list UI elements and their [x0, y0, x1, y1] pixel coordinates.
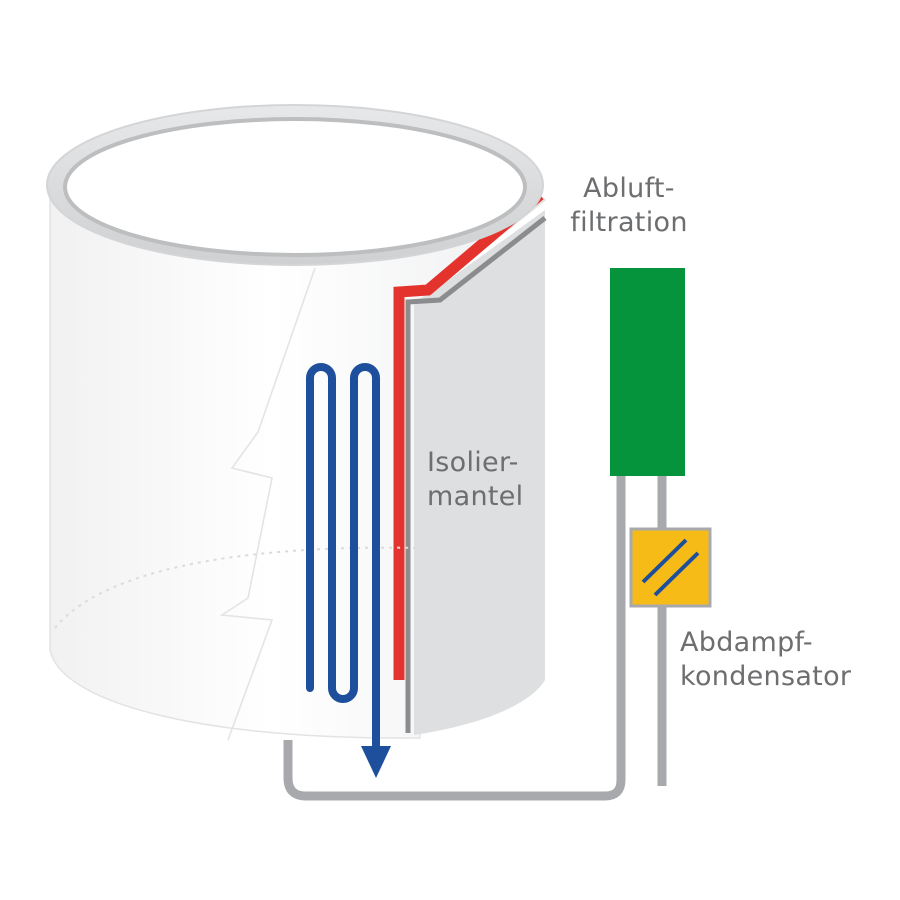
section-line [219, 267, 316, 741]
insulation-layer [393, 190, 544, 680]
exhaust-filter [610, 268, 685, 476]
label-vapor-condenser: Abdampf- kondensator [680, 626, 851, 694]
coil-arrow-icon [361, 746, 391, 778]
label-insulation-line-1: Isolier- [427, 447, 519, 478]
label-exhaust-line-2: filtration [570, 207, 688, 238]
tank-rim-inner [63, 117, 527, 257]
tank-cutaway-interior [414, 210, 545, 735]
label-insulation-jacket: Isolier- mantel [427, 446, 523, 514]
label-insulation-line-2: mantel [427, 481, 524, 512]
heating-coil [306, 363, 380, 756]
label-condenser-line-2: kondensator [680, 661, 852, 692]
label-exhaust-line-1: Abluft- [583, 173, 675, 204]
condenser-box [629, 527, 712, 608]
condenser-line-b [653, 551, 700, 597]
label-condenser-line-1: Abdampf- [680, 627, 813, 658]
label-exhaust-filtration: Abluft- filtration [570, 172, 688, 240]
condenser-line-a [641, 538, 688, 584]
inner-wall [405, 216, 547, 733]
connecting-pipe [283, 476, 626, 801]
